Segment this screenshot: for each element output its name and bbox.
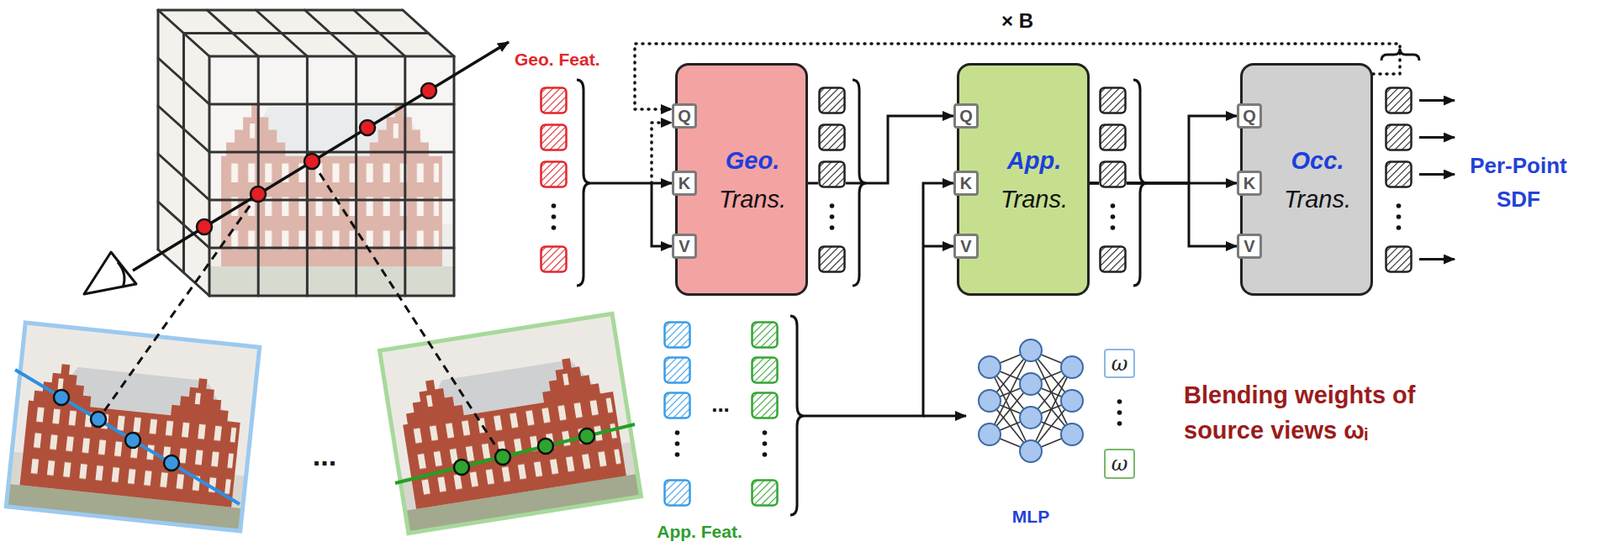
node-text: MLP (967, 506, 1094, 529)
node-text: V (1243, 237, 1255, 255)
weight-box: ω (1103, 448, 1136, 480)
node-text: ω (1111, 454, 1129, 475)
text-stack: Occ.Trans. (1264, 65, 1371, 294)
output-label: Per-Point SDF (1459, 148, 1578, 217)
block-type: Trans. (718, 179, 787, 219)
weight-box: ω (1103, 348, 1136, 379)
text-stack: App.Trans. (981, 65, 1088, 294)
ellipsis: ... (695, 390, 746, 418)
transformer-block: Occ.Trans. Q K V (1240, 63, 1373, 296)
block-type: Trans. (1000, 179, 1068, 219)
ellipsis: ... (290, 438, 359, 473)
node-text: K (678, 174, 691, 192)
qkv-port: V (671, 233, 698, 259)
feature-label: Geo. Feat. (514, 48, 641, 71)
node-text: Q (959, 107, 973, 125)
mlp-block: MLP (967, 332, 1094, 534)
qkv-port: V (953, 233, 979, 259)
qkv-port: K (1236, 170, 1263, 196)
text-stack: Geo.Trans. (699, 65, 806, 294)
connector (1089, 183, 1237, 247)
qkv-port: Q (953, 103, 979, 129)
node-text: Q (677, 107, 692, 125)
qkv-port: Q (671, 103, 698, 129)
node-text: V (960, 237, 972, 255)
qkv-port: K (671, 170, 698, 196)
qkv-port: K (953, 170, 979, 196)
transformer-block: App.Trans. Q K V (956, 63, 1090, 296)
node-text: ω (1111, 353, 1129, 375)
block-name: Geo. (725, 141, 780, 180)
qkv-port: Q (1236, 103, 1263, 129)
node-text: K (960, 174, 972, 192)
node-text: V (678, 237, 690, 255)
block-type: Trans. (1283, 179, 1352, 219)
node-text: Q (1242, 107, 1257, 125)
qkv-port: V (1236, 233, 1263, 259)
edge-label: × B (998, 9, 1037, 33)
transformer-block: Geo.Trans. Q K V (675, 63, 808, 296)
block-name: App. (1007, 141, 1062, 180)
feature-label: App. Feat. (640, 521, 759, 544)
block-name: Occ. (1291, 141, 1345, 180)
annotation: Blending weights of source views ωᵢ (1183, 377, 1462, 449)
node-text: K (1243, 174, 1256, 192)
